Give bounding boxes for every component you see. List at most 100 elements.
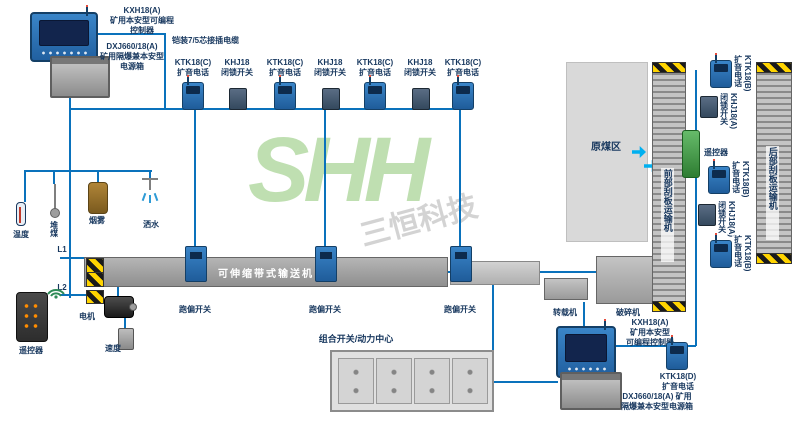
- label-combo-switch: 组合开关/动力中心: [318, 334, 394, 344]
- label-right-device: KTK18(B) 扩音电话: [732, 234, 754, 273]
- crusher-cable: [583, 302, 585, 326]
- right-column-cable: [695, 70, 697, 346]
- locking-switch: [698, 204, 716, 226]
- loudspeaker-phone: [710, 53, 732, 88]
- bus-cable: [70, 108, 470, 110]
- label-cable: 铠装7/5芯接插电缆: [172, 36, 240, 45]
- remote-control: [16, 292, 48, 342]
- label-crusher: 破碎机: [616, 308, 640, 317]
- label-bus-device: KHJ18 闭锁开关: [404, 58, 436, 77]
- label-remote-left: 遥控器: [19, 346, 43, 355]
- hazard-stripe: [756, 253, 792, 264]
- smoke-cable: [97, 172, 99, 182]
- cabinet-panel: [376, 358, 412, 404]
- loudspeaker-phone: [708, 159, 730, 194]
- spray-pipe-icon: [149, 178, 151, 190]
- deviation-switch-device: [185, 246, 207, 282]
- label-bus-device: KTK18(C) 扩音电话: [444, 58, 482, 77]
- controller-screen: [39, 20, 89, 46]
- l1-cable: [60, 257, 86, 259]
- label-plc-bottomright: KXH18(A) 矿用本安型 可编程控制器: [626, 318, 674, 347]
- remote-control-green: [682, 130, 700, 178]
- power-box-bottomright: [560, 372, 622, 410]
- coal-pile-sensor-knob: [50, 208, 60, 218]
- label-right-device: KHJ18(A) 闭锁开关: [718, 92, 740, 131]
- coal-pile-cable: [53, 172, 55, 184]
- locking-switch: [229, 88, 247, 110]
- loudspeaker-phone: [182, 75, 204, 110]
- raw-coal-area: [566, 62, 648, 242]
- label-spray: 洒水: [143, 220, 159, 229]
- speed-sensor-icon: [118, 328, 134, 350]
- loudspeaker-phone: [666, 335, 688, 370]
- temperature-sensor-icon: [16, 202, 26, 226]
- label-power-topleft: DXJ660/18(A) 矿用隔爆兼本安型 电源箱: [100, 42, 164, 71]
- label-coal-area: 原煤区: [591, 142, 621, 153]
- hazard-stripe: [652, 62, 686, 73]
- label-rear-scraper: 后部刮板运输机: [766, 146, 779, 240]
- cabinet-panel: [414, 358, 450, 404]
- label-bus-device: KHJ18 闭锁开关: [221, 58, 253, 77]
- right-controller-cable: [612, 345, 696, 347]
- left-main-cable: [69, 94, 71, 298]
- loudspeaker-phone: [452, 75, 474, 110]
- motor-icon: [104, 296, 137, 318]
- label-deviation-switch: 跑偏开关: [179, 305, 211, 314]
- hazard-stripe: [756, 62, 792, 73]
- hazard-stripe: [86, 258, 104, 273]
- spray-droplet-icon: [149, 195, 151, 203]
- wifi-icon: [47, 289, 65, 299]
- combo-switch-cabinet: [330, 350, 494, 412]
- cabinet-panel: [452, 358, 488, 404]
- spray-droplet-icon: [153, 192, 159, 202]
- speed-cable: [124, 316, 126, 328]
- cabinet-panel: [338, 358, 374, 404]
- hazard-stripe: [652, 301, 686, 312]
- loudspeaker-phone: [274, 75, 296, 110]
- power-box-topleft: [50, 56, 110, 98]
- label-temperature: 温度: [13, 230, 29, 239]
- temperature-cable: [24, 172, 26, 202]
- drop-cable-1: [194, 108, 196, 248]
- label-coal-pile: 堆煤: [48, 220, 60, 252]
- controller-cable-drop: [164, 33, 166, 108]
- label-transfer: 转载机: [553, 308, 577, 317]
- plc-controller-bottomright: [556, 319, 616, 378]
- label-l1: L1: [57, 245, 67, 254]
- label-remote-right: 遥控器: [704, 148, 728, 157]
- drop-cable-2: [324, 108, 326, 248]
- locking-switch: [322, 88, 340, 110]
- belt-conveyor: 可伸缩带式输送机: [84, 257, 448, 287]
- spray-cable: [149, 172, 151, 178]
- label-bus-device: KHJ18 闭锁开关: [314, 58, 346, 77]
- spray-droplet-icon: [141, 192, 147, 202]
- label-deviation-switch: 跑偏开关: [444, 305, 476, 314]
- belt-extension-cable: [446, 271, 660, 273]
- l2-cable: [60, 294, 86, 296]
- label-deviation-switch: 跑偏开关: [309, 305, 341, 314]
- watermark-logo: SHH: [248, 119, 430, 221]
- controller-screen: [565, 334, 607, 362]
- transfer-machine: [544, 278, 588, 300]
- label-bus-device: KTK18(C) 扩音电话: [174, 58, 212, 77]
- loudspeaker-phone: [710, 233, 732, 268]
- label-plc-topleft: KXH18(A) 矿用本安型可编程 控制器: [110, 6, 174, 35]
- label-front-scraper: 前部刮板运输机: [661, 168, 674, 262]
- label-right-device: KTK18(B) 扩音电话: [730, 160, 752, 199]
- plc-controller-topleft: [30, 5, 98, 62]
- label-l2: L2: [57, 283, 67, 292]
- locking-switch: [700, 96, 718, 118]
- label-speed: 速度: [105, 344, 121, 353]
- cabinet-up-cable: [492, 272, 494, 350]
- hazard-stripe: [86, 290, 104, 304]
- label-bus-device: KTK18(C) 扩音电话: [266, 58, 304, 77]
- deviation-switch-device: [450, 246, 472, 282]
- label-right-device: KHJ18(A) 闭锁开关: [716, 200, 738, 239]
- label-power-bottomright: DXJ660/18(A) 矿用 隔爆兼本安型电源箱: [621, 392, 693, 411]
- label-right-device: KTK18(B) 扩音电话: [732, 54, 754, 93]
- front-scraper-conveyor: [652, 62, 686, 312]
- coal-pile-sensor-icon: [54, 184, 56, 210]
- locking-switch: [412, 88, 430, 110]
- label-motor: 电机: [79, 312, 95, 321]
